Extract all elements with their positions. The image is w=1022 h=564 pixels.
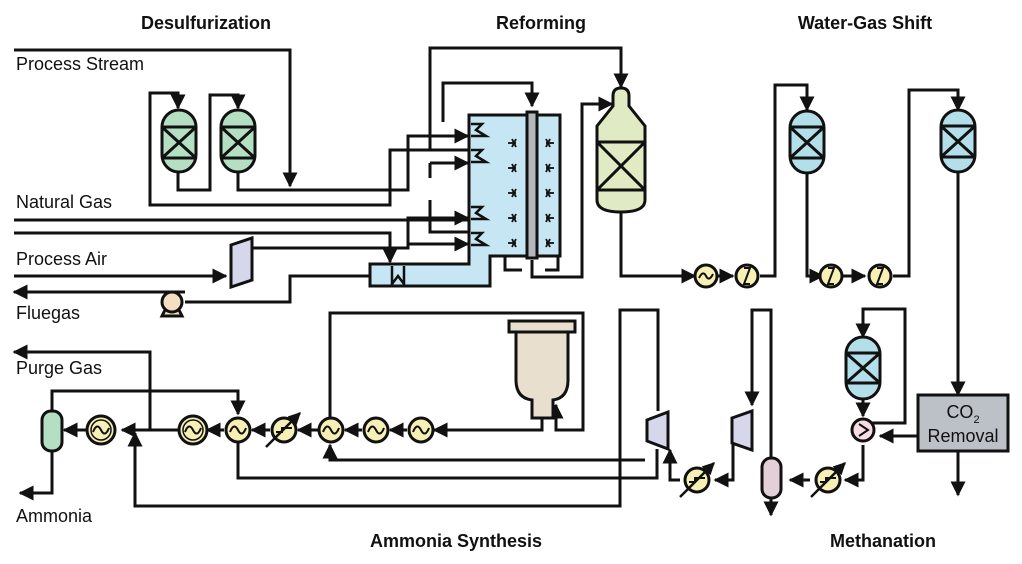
primary-reformer[interactable] bbox=[368, 110, 562, 288]
reformer-coils bbox=[390, 122, 491, 288]
stream-label-ammonia: Ammonia bbox=[16, 506, 93, 526]
compressor-process-air[interactable] bbox=[229, 235, 254, 290]
section-title-methanation: Methanation bbox=[830, 531, 936, 551]
methanator[interactable] bbox=[844, 335, 882, 401]
pipes-desulfurization bbox=[14, 48, 470, 207]
pipes-methanation bbox=[662, 307, 966, 517]
heat-exchanger-1[interactable] bbox=[693, 263, 719, 289]
desulfurizer-1[interactable] bbox=[160, 108, 198, 174]
section-title-ammonia-synthesis: Ammonia Synthesis bbox=[370, 531, 542, 551]
compressor-syngas-2[interactable] bbox=[730, 408, 754, 453]
synthesis-exchanger-3[interactable] bbox=[317, 416, 345, 444]
co2-removal-unit[interactable]: CO2 Removal bbox=[916, 393, 1010, 453]
heat-exchanger-2[interactable] bbox=[734, 263, 760, 289]
pipes-water-gas-shift bbox=[710, 83, 966, 397]
synthesis-exchanger-2[interactable] bbox=[362, 416, 390, 444]
co2-removal-label-2: Removal bbox=[927, 426, 998, 446]
compressor-syngas-1[interactable] bbox=[645, 409, 670, 452]
section-title-water-gas-shift: Water-Gas Shift bbox=[798, 13, 932, 33]
cooler-methanation[interactable] bbox=[810, 462, 846, 498]
synthesis-exchanger-1[interactable] bbox=[407, 416, 435, 444]
heat-exchanger-4[interactable] bbox=[867, 263, 893, 289]
synthesis-exchanger-4[interactable] bbox=[224, 416, 252, 444]
pipes-feed bbox=[12, 210, 470, 304]
refrigeration-exchanger-2[interactable] bbox=[85, 414, 117, 446]
stream-label-process-air: Process Air bbox=[16, 249, 107, 269]
separator-methanation[interactable] bbox=[760, 456, 783, 500]
section-title-desulfurization: Desulfurization bbox=[141, 13, 271, 33]
pipes-ammonia-synthesis bbox=[12, 308, 660, 508]
synthesis-cooler[interactable] bbox=[265, 412, 301, 448]
ammonia-converter[interactable] bbox=[507, 319, 577, 420]
methanator-feed-exchanger[interactable] bbox=[850, 417, 876, 443]
refrigeration-exchanger-1[interactable] bbox=[177, 414, 209, 446]
shift-reactor-low-temp[interactable] bbox=[939, 108, 977, 174]
stream-label-natural-gas: Natural Gas bbox=[16, 192, 112, 212]
reformer-burners bbox=[507, 138, 555, 248]
stream-label-fluegas: Fluegas bbox=[16, 303, 80, 323]
co2-removal-label: CO2 bbox=[946, 402, 979, 426]
stream-label-purge-gas: Purge Gas bbox=[16, 358, 102, 378]
stream-label-process-stream: Process Stream bbox=[16, 54, 144, 74]
ammonia-separator[interactable] bbox=[40, 409, 64, 453]
fluegas-fan[interactable] bbox=[159, 290, 185, 318]
shift-reactor-high-temp[interactable] bbox=[788, 109, 826, 175]
desulfurizer-2[interactable] bbox=[219, 108, 257, 174]
section-title-reforming: Reforming bbox=[496, 13, 586, 33]
cooler-compression[interactable] bbox=[679, 462, 715, 498]
secondary-reformer[interactable] bbox=[595, 86, 647, 214]
heat-exchanger-3[interactable] bbox=[818, 263, 844, 289]
